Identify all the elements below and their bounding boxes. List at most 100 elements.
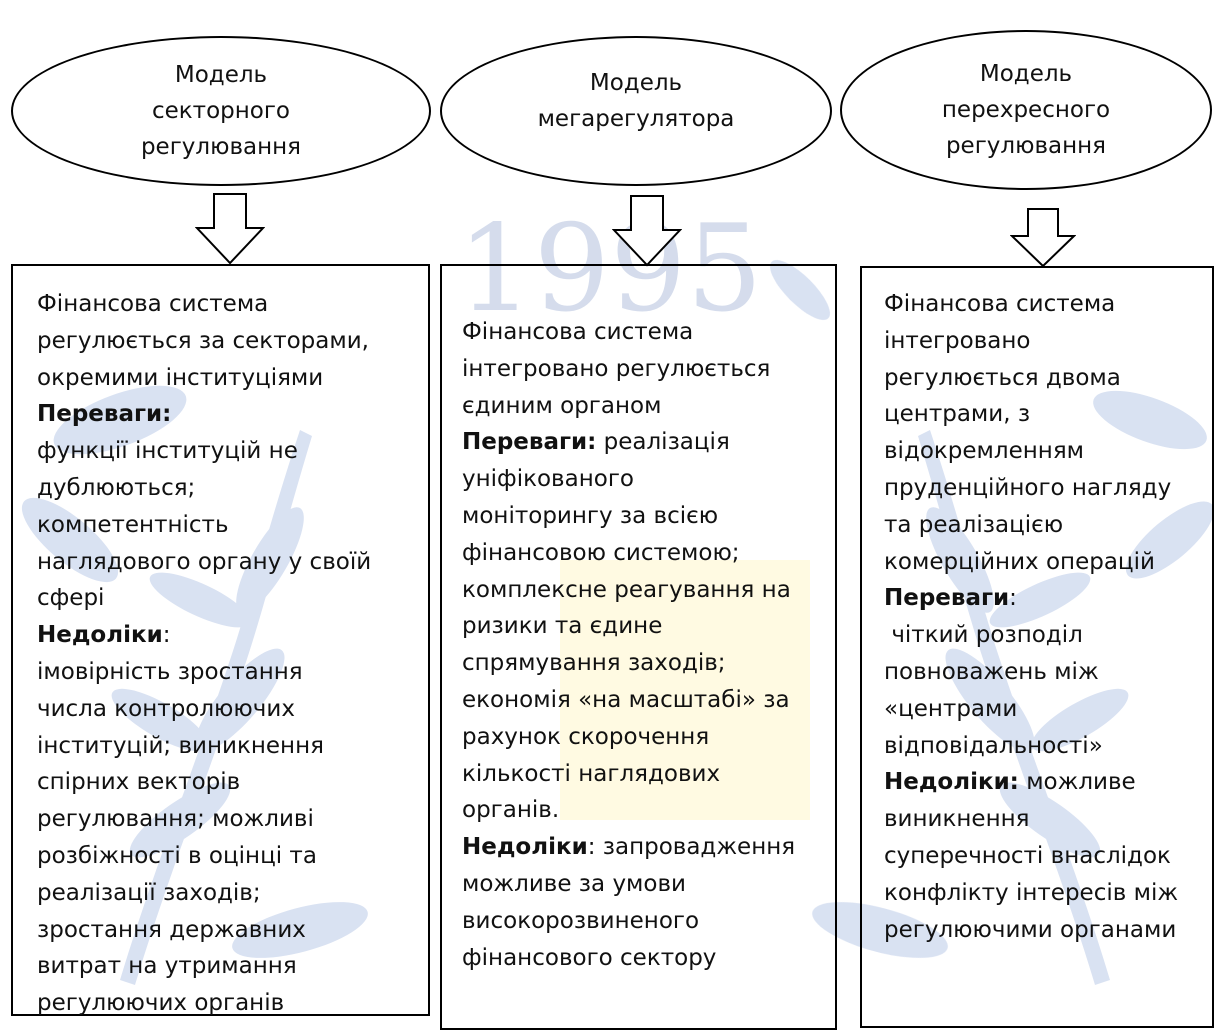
text-segment: регулювання; можливі: [37, 806, 314, 833]
text-line: інституцій; виникнення: [37, 728, 428, 765]
text-line: відповідальності»: [884, 728, 1212, 765]
text-line: Недоліки: запровадження: [462, 829, 835, 866]
box-text: Фінансова система інтегровано регулюється …: [884, 286, 1212, 948]
text-line: чіткий розподіл: [884, 617, 1212, 654]
text-segment: ризики та єдине: [462, 613, 663, 640]
ellipse-title-line: Модель: [174, 62, 268, 88]
text-segment: числа контролюючих: [37, 695, 295, 722]
ellipse-megaregulator: Модель мегарегулятора: [440, 36, 832, 186]
text-line: регулюється двома: [884, 360, 1212, 397]
text-line: повноважень між: [884, 654, 1212, 691]
text-line: функції інституцій не: [37, 433, 428, 470]
text-segment: імовірність зростання: [37, 658, 303, 685]
text-line: Фінансова система: [884, 286, 1212, 323]
text-segment: органів.: [462, 797, 560, 824]
text-line: регулюючими органами: [884, 912, 1212, 949]
text-segment: комерційних операцій: [884, 548, 1155, 575]
box-text: Фінансова система регулюється за секторам…: [37, 286, 428, 1022]
text-segment: Фінансова система: [37, 291, 269, 317]
text-segment: центрами, з: [884, 401, 1031, 428]
text-line: регулюється за секторами,: [37, 323, 428, 360]
text-line: спрямування заходів;: [462, 645, 835, 682]
text-segment: функції інституцій не: [37, 438, 298, 465]
text-segment: чіткий розподіл: [884, 622, 1083, 649]
text-segment: дублюються;: [37, 474, 196, 501]
text-line: відокремленням: [884, 433, 1212, 470]
text-segment: регулюючими органами: [884, 916, 1177, 943]
text-segment: спрямування заходів;: [462, 650, 726, 677]
ellipse-cross: Модель перехресного регулювання: [840, 30, 1212, 190]
text-line: кількості наглядових: [462, 756, 835, 793]
text-line: регулювання; можливі: [37, 801, 428, 838]
text-line: економія «на масштабі» за: [462, 682, 835, 719]
down-arrow-icon: [1010, 208, 1076, 268]
text-segment: виникнення: [884, 806, 1030, 833]
text-line: Переваги:: [884, 580, 1212, 617]
bold-heading: Переваги:: [37, 401, 172, 428]
text-segment: та реалізацією: [884, 511, 1064, 538]
text-segment: повноважень між: [884, 658, 1099, 685]
text-line: виникнення: [884, 801, 1212, 838]
text-line: фінансовою системою;: [462, 535, 835, 572]
text-line: суперечності внаслідок: [884, 838, 1212, 875]
text-line: імовірність зростання: [37, 654, 428, 691]
text-segment: окремими інституціями: [37, 364, 324, 391]
text-segment: конфлікту інтересів між: [884, 879, 1179, 906]
ellipse-title-line: регулювання: [140, 134, 302, 160]
ellipse-title-line: регулювання: [945, 133, 1107, 159]
text-segment: спірних векторів: [37, 769, 241, 796]
text-line: Переваги: реалізація: [462, 424, 835, 461]
text-line: конфлікту інтересів між: [884, 875, 1212, 912]
text-line: реалізації заходів;: [37, 875, 428, 912]
bold-heading: Недоліки: [462, 834, 588, 861]
text-line: Переваги:: [37, 396, 428, 433]
text-line: інтегровано регулюється: [462, 351, 835, 388]
ellipse-sectoral: Модель секторного регулювання: [11, 36, 431, 186]
text-line: витрат на утримання: [37, 948, 428, 985]
text-segment: високорозвиненого: [462, 907, 700, 934]
bold-heading: Переваги: [884, 585, 1010, 612]
text-segment: інституцій; виникнення: [37, 732, 324, 759]
text-segment: фінансовою системою;: [462, 539, 740, 566]
text-segment: інтегровано регулюється: [462, 355, 771, 382]
text-segment: сфері: [37, 585, 105, 612]
text-line: Недоліки:: [37, 617, 428, 654]
down-arrow-icon: [195, 193, 265, 265]
bold-heading: Переваги:: [462, 429, 597, 456]
text-line: числа контролюючих: [37, 691, 428, 728]
box-sectoral: Фінансова система регулюється за секторам…: [11, 264, 430, 1016]
text-line: комерційних операцій: [884, 544, 1212, 581]
text-segment: витрат на утримання: [37, 953, 297, 980]
text-segment: можливе: [1018, 769, 1136, 796]
text-segment: уніфікованого: [462, 466, 634, 493]
text-segment: :: [162, 622, 171, 649]
text-line: «центрами: [884, 691, 1212, 728]
ellipse-title-line: перехресного: [941, 97, 1111, 123]
text-segment: регулюється за секторами,: [37, 327, 369, 354]
box-cross: Фінансова система інтегровано регулюється …: [860, 266, 1214, 1028]
text-segment: моніторингу за всією: [462, 502, 719, 529]
text-line: компетентність: [37, 507, 428, 544]
text-line: пруденційного нагляду: [884, 470, 1212, 507]
text-segment: кількості наглядових: [462, 760, 721, 787]
text-line: інтегровано: [884, 323, 1212, 360]
text-segment: єдиним органом: [462, 392, 662, 419]
text-segment: зростання державних: [37, 916, 306, 943]
text-segment: Фінансова система: [884, 291, 1116, 317]
text-line: фінансового сектору: [462, 940, 835, 977]
text-segment: рахунок скорочення: [462, 723, 710, 750]
ellipse-title-line: мегарегулятора: [537, 106, 735, 132]
bold-heading: Недоліки: [37, 622, 163, 649]
bold-heading: Недоліки:: [884, 769, 1019, 796]
text-line: зростання державних: [37, 912, 428, 949]
text-segment: інтегровано: [884, 327, 1031, 354]
text-segment: відокремленням: [884, 438, 1085, 465]
text-segment: фінансового сектору: [462, 944, 717, 971]
text-line: єдиним органом: [462, 388, 835, 425]
text-line: уніфікованого: [462, 461, 835, 498]
ellipse-title-line: секторного: [151, 98, 291, 124]
text-segment: розбіжності в оцінці та: [37, 842, 317, 869]
text-segment: можливе за умови: [462, 870, 686, 897]
text-line: дублюються;: [37, 470, 428, 507]
text-segment: регулюється двома: [884, 364, 1121, 391]
